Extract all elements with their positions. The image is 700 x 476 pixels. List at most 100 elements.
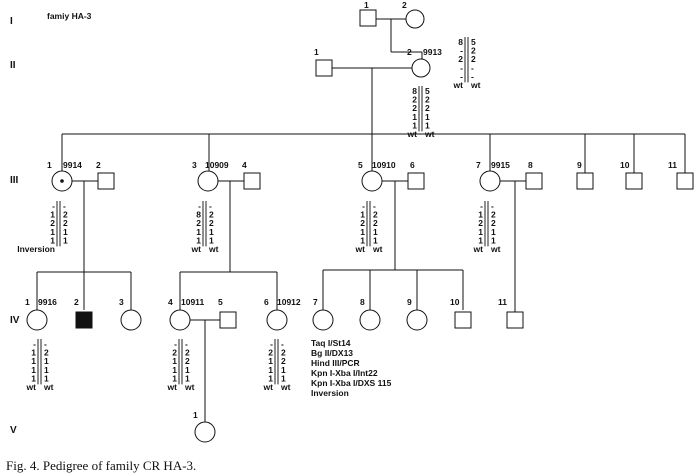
- haplotype-right-allele: 1: [425, 112, 430, 122]
- individual-IV-4-number: 4: [168, 297, 173, 307]
- haplotype-left-allele: -: [480, 201, 483, 211]
- individual-II-2-female: [411, 58, 431, 78]
- haplotype-right-allele: 2: [425, 103, 430, 113]
- haplotype-left-allele: 1: [31, 365, 36, 375]
- haplotype-right-allele: 2: [63, 218, 68, 228]
- legend-item-taq: Taq I/St14: [311, 338, 351, 348]
- haplotype-right-allele: 2: [373, 218, 378, 228]
- haplotype-left-allele: wt: [453, 80, 464, 90]
- individual-IV-3-female: [120, 309, 142, 331]
- marker-legend: Taq I/St14 Bg II/DX13 Hind III/PCR Kpn I…: [311, 338, 392, 398]
- haplotype-right-allele: 2: [491, 210, 496, 220]
- individual-III-7-id: 9915: [491, 160, 510, 170]
- individual-IV-9-female: [406, 309, 428, 331]
- haplotype-right-allele: -: [209, 201, 212, 211]
- individual-III-10-number: 10: [620, 160, 630, 170]
- haplotype-right-allele: 1: [209, 227, 214, 237]
- individual-III-3-id: 10909: [205, 160, 229, 170]
- individual-III-2-male: [97, 172, 115, 190]
- haplotype-left-allele: wt: [355, 244, 366, 254]
- individual-II-1-number: 1: [314, 47, 319, 57]
- haplotype-right-allele: wt: [424, 129, 435, 139]
- haplotype-left-allele: Inversion: [17, 244, 55, 254]
- haplotype-right-allele: 1: [491, 235, 496, 245]
- haplotype-right-allele: wt: [280, 382, 291, 392]
- individual-IV-7-number: 7: [313, 297, 318, 307]
- haplotype-right-allele: 2: [471, 54, 476, 64]
- haplotype-left-allele: 1: [412, 120, 417, 130]
- individual-IV-4-id: 10911: [181, 297, 204, 307]
- haplotype-left-allele: 1: [31, 356, 36, 366]
- haplotype-left-allele: 1: [360, 210, 365, 220]
- haplotype-left-allele: -: [174, 339, 177, 349]
- haplotype-right-allele: -: [44, 339, 47, 349]
- haplotype-left-allele: 2: [412, 95, 417, 105]
- haplotype-right-allele: 1: [44, 365, 49, 375]
- haplotype-right-allele: 2: [281, 356, 286, 366]
- figure-caption: Fig. 4. Pedigree of family CR HA-3.: [6, 458, 196, 473]
- haplotype-left-allele: 1: [478, 235, 483, 245]
- haplotype-left-allele: 8: [458, 37, 463, 47]
- generation-label-II: II: [10, 60, 16, 71]
- individual-III-8-male: [525, 172, 543, 190]
- generation-II: 1 2 9913: [314, 47, 442, 78]
- individual-IV-4-female: [169, 309, 191, 331]
- haplotype-right-allele: 1: [281, 373, 286, 383]
- haplotype-right-allele: 2: [44, 348, 49, 358]
- haplotype-right-allele: 1: [44, 356, 49, 366]
- haplotype-right-allele: wt: [43, 382, 54, 392]
- haplotype-right-allele: -: [185, 339, 188, 349]
- haplotype-right-allele: 2: [185, 348, 190, 358]
- individual-III-9-male: [576, 172, 594, 190]
- haplotype-right-allele: 1: [373, 227, 378, 237]
- haplotype-left-allele: 1: [172, 356, 177, 366]
- legend-item-kpn-int22: Kpn I-Xba I/Int22: [311, 368, 378, 378]
- individual-III-11-number: 11: [668, 160, 677, 170]
- individual-IV-1-female: [26, 309, 48, 331]
- individual-IV-6-id: 10912: [277, 297, 301, 307]
- generation-I: 1 2: [359, 0, 425, 29]
- individual-I-2-number: 2: [402, 0, 407, 10]
- haplotype-right-allele: 1: [373, 235, 378, 245]
- individual-III-7-female: [479, 170, 501, 192]
- individual-III-5-id: 10910: [372, 160, 396, 170]
- haplotype-left-allele: wt: [473, 244, 484, 254]
- haplotype-right-allele: 5: [425, 86, 430, 96]
- individual-III-6-number: 6: [410, 160, 415, 170]
- haplotype-left-allele: 8: [412, 86, 417, 96]
- individual-III-11-male: [676, 172, 694, 190]
- individual-IV-11-number: 11: [498, 297, 507, 307]
- individual-IV-11-male: [506, 311, 524, 329]
- haplotype-left-allele: -: [460, 46, 463, 56]
- haplotype-left-allele: 1: [50, 210, 55, 220]
- haplotype-right-allele: -: [471, 71, 474, 81]
- haplotype-left-allele: -: [270, 339, 273, 349]
- haplotype-right-allele: 1: [281, 365, 286, 375]
- individual-IV-3-number: 3: [119, 297, 124, 307]
- haplotype-right-allele: 2: [425, 95, 430, 105]
- haplotype-left-allele: 1: [31, 373, 36, 383]
- legend-item-inversion: Inversion: [311, 388, 349, 398]
- haplotype-left-allele: wt: [191, 244, 202, 254]
- legend-item-bgl: Bg II/DX13: [311, 348, 353, 358]
- haplotype-left-allele: 1: [268, 365, 273, 375]
- individual-IV-5-number: 5: [218, 297, 223, 307]
- haplotype-right-allele: 2: [63, 210, 68, 220]
- haplotype-right-allele: -: [63, 201, 66, 211]
- haplotype-right-allele: 2: [209, 218, 214, 228]
- haplotype-left-allele: 2: [196, 218, 201, 228]
- individual-III-5-number: 5: [358, 160, 363, 170]
- haplotype-left-allele: -: [460, 63, 463, 73]
- carrier-dot-icon: [60, 179, 64, 183]
- individual-IV-1-id: 9916: [38, 297, 57, 307]
- individual-III-8-number: 8: [528, 160, 533, 170]
- haplotype-left-allele: 1: [360, 235, 365, 245]
- haplotype-right-allele: 1: [491, 227, 496, 237]
- haplotype-right-allele: 2: [185, 356, 190, 366]
- haplotype-left-allele: 2: [458, 54, 463, 64]
- haplotype-right-allele: wt: [184, 382, 195, 392]
